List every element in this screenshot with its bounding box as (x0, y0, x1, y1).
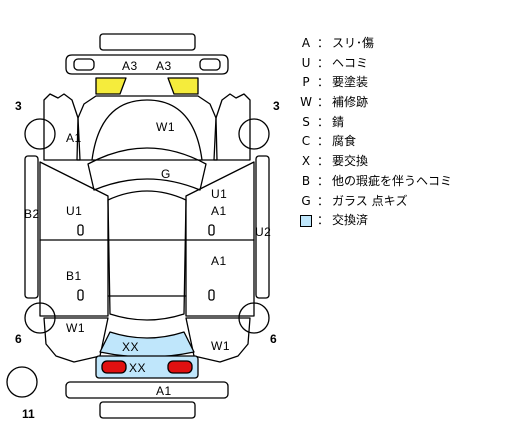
left-front-handle (77, 224, 84, 236)
legend-key: U (301, 55, 311, 70)
legend-text: 錆 (332, 114, 345, 129)
legend-key: W (300, 95, 312, 110)
legend-key: S (302, 114, 310, 129)
right-rear-handle (208, 289, 215, 301)
left-quarter-panel (43, 317, 109, 363)
legend-item: U ： ヘコミ (298, 54, 452, 74)
front-left-wheel (24, 118, 56, 150)
code-right-quarter: W1 (211, 339, 230, 353)
code-right-sill: U2 (255, 225, 271, 239)
right-quarter-panel (185, 317, 251, 363)
code-right-front-door-top: U1 (211, 187, 227, 201)
code-front-left-fender: A1 (66, 131, 82, 145)
code-left-front-door: U1 (66, 204, 82, 218)
legend-text: 腐食 (332, 134, 357, 149)
right-sill (255, 155, 270, 299)
replaced-swatch (300, 215, 312, 228)
windshield (87, 147, 207, 191)
corner-label-rear-left: 6 (15, 332, 22, 346)
legend-item: P ： 要塗装 (298, 73, 452, 93)
code-left-quarter: W1 (66, 321, 85, 335)
left-rear-handle (77, 289, 84, 301)
legend-separator: ： (316, 134, 329, 149)
code-front-bumper-left: A3 (122, 59, 138, 73)
legend-text: 他の瑕疵を伴うヘコミ (332, 173, 453, 188)
legend-text: スリ･傷 (332, 36, 375, 50)
legend-key: P (302, 75, 310, 90)
left-sill (24, 155, 39, 299)
legend-key: X (301, 154, 311, 169)
legend-key: B (301, 173, 311, 188)
legend-separator: ： (316, 193, 329, 208)
rear-right-wheel (238, 302, 270, 334)
legend-text: 要塗装 (332, 75, 369, 90)
damage-legend: A ： スリ･傷 U ： ヘコミ P ： 要塗装 W ： 補修跡 S ： 錆 C… (298, 34, 452, 231)
legend-text: 交換済 (332, 213, 369, 228)
rear-bumper (65, 381, 229, 399)
left-front-fender (43, 93, 81, 161)
right-body-side (185, 161, 255, 317)
hood-line (91, 99, 203, 161)
right-headlight (167, 77, 199, 95)
legend-text: 要交換 (332, 154, 369, 169)
code-front-bumper-right: A3 (156, 59, 172, 73)
right-taillight (167, 360, 193, 374)
legend-item: S ： 錆 (298, 113, 452, 133)
rear-left-wheel (24, 302, 56, 334)
legend-separator: ： (316, 213, 329, 228)
code-hood: W1 (156, 120, 175, 134)
code-right-rear-door: A1 (211, 254, 227, 268)
legend-key: G (301, 193, 311, 208)
corner-label-front-left: 3 (15, 99, 22, 113)
legend-item: W ： 補修跡 (298, 93, 452, 113)
legend-separator: ： (316, 55, 329, 70)
front-bumper (65, 54, 229, 75)
legend-item-replaced: ： 交換済 (298, 211, 452, 231)
code-left-rear-door: B1 (66, 269, 82, 283)
front-grille-bar (99, 33, 196, 51)
legend-separator: ： (316, 154, 329, 169)
corner-label-rear-right: 6 (270, 332, 277, 346)
spare-tire (6, 366, 38, 398)
right-front-handle (208, 224, 215, 236)
left-body-side (39, 161, 109, 317)
left-headlight (95, 77, 127, 95)
rear-window (99, 331, 195, 358)
code-roof: G (161, 167, 171, 181)
legend-item: C ： 腐食 (298, 132, 452, 152)
front-bumper-left-lamp (73, 58, 95, 71)
front-right-wheel (238, 118, 270, 150)
legend-key: C (301, 134, 311, 149)
legend-separator: ： (316, 173, 329, 188)
corner-label-spare: 11 (22, 407, 35, 421)
legend-item: G ： ガラス 点キズ (298, 192, 452, 212)
right-front-fender (213, 93, 251, 161)
roof (107, 190, 187, 321)
legend-text: 補修跡 (332, 95, 369, 110)
legend-separator: ： (316, 36, 329, 50)
legend-item: A ： スリ･傷 (298, 34, 452, 54)
rear-most-bar (99, 401, 196, 419)
legend-text: ガラス 点キズ (332, 193, 408, 208)
legend-text: ヘコミ (332, 55, 369, 70)
left-taillight (101, 360, 127, 374)
legend-separator: ： (316, 75, 329, 90)
legend-item: B ： 他の瑕疵を伴うヘコミ (298, 172, 452, 192)
front-bumper-right-lamp (199, 58, 221, 71)
legend-key: A (301, 36, 311, 50)
body-front-outline (76, 95, 218, 161)
legend-separator: ： (316, 114, 329, 129)
legend-separator: ： (316, 95, 329, 110)
code-trunk: XX (129, 361, 146, 375)
legend-item: X ： 要交換 (298, 152, 452, 172)
code-rear-window: XX (122, 340, 139, 354)
car-damage-diagram: 3 3 6 6 11 A3 A3 A1 W1 G B2 U1 B1 W1 U1 … (6, 33, 280, 421)
code-left-sill: B2 (24, 207, 40, 221)
corner-label-front-right: 3 (273, 99, 280, 113)
code-rear-bumper: A1 (156, 384, 172, 398)
code-right-front-door-bottom: A1 (211, 204, 227, 218)
